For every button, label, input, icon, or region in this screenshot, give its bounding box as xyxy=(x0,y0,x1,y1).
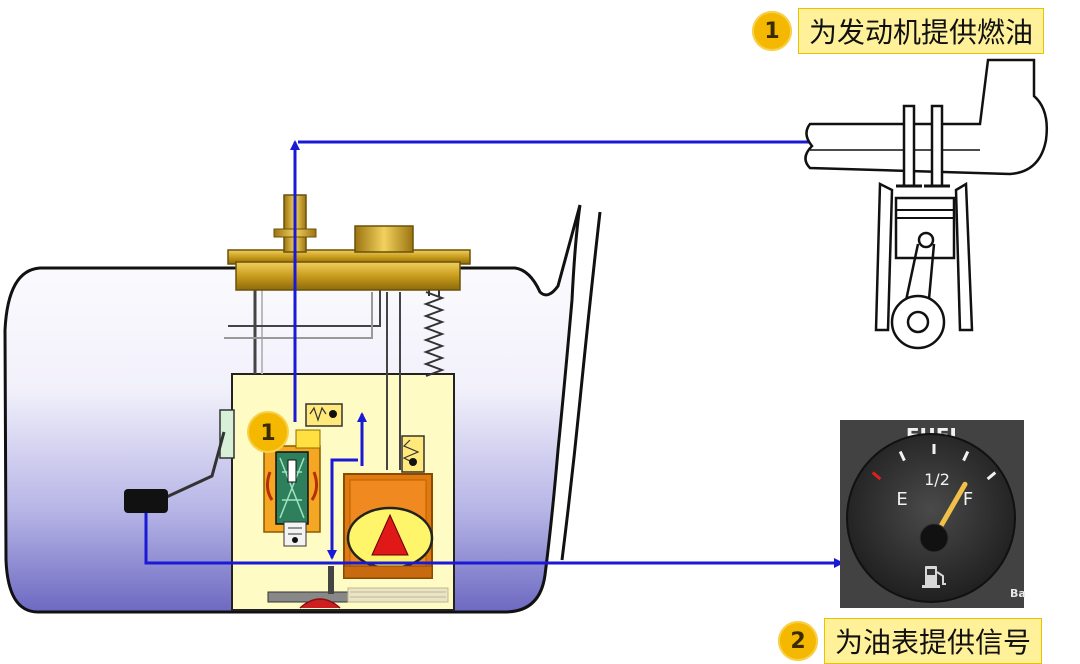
gauge-mark-half: 1/2 xyxy=(924,470,950,489)
gauge-dial xyxy=(846,433,1016,603)
cylinder-wall-left xyxy=(874,182,894,332)
jet-pump xyxy=(263,429,321,547)
check-valve-side xyxy=(401,435,425,473)
gauge-brand-mark: Ba xyxy=(1010,587,1026,600)
intake-manifold xyxy=(804,58,1048,176)
pump-triangle xyxy=(371,513,409,556)
sender-signal-line xyxy=(144,513,844,568)
callout-engine-fuel: 1 为发动机提供燃油 xyxy=(752,8,1045,54)
check-valve-top xyxy=(305,403,343,427)
fuel-pump-icon xyxy=(922,566,946,588)
float-arm xyxy=(159,431,226,502)
fuel-flow-lines xyxy=(144,137,844,568)
gauge-tick xyxy=(962,450,970,462)
gauge-hub xyxy=(919,523,949,553)
electric-fuel-pump xyxy=(343,473,434,579)
callout-2-badge: 2 xyxy=(778,621,818,661)
pump-badge: 1 xyxy=(247,411,289,453)
level-sender xyxy=(124,409,235,513)
gauge-ticks xyxy=(871,444,997,481)
gauge-tick xyxy=(871,471,882,481)
callout-gauge-signal: 2 为油表提供信号 xyxy=(778,618,1043,664)
pump-badge-number: 1 xyxy=(260,421,275,446)
gauge-mark-empty: E xyxy=(896,489,907,510)
cylinder-wall-right xyxy=(954,181,974,332)
callout-1-badge: 1 xyxy=(752,11,792,51)
fuel-gauge: FUEL E 1/2 F Ba xyxy=(840,420,1026,608)
return-line xyxy=(327,458,358,560)
gauge-mark-full: F xyxy=(963,489,973,510)
strainer xyxy=(267,566,449,609)
gauge-tick xyxy=(898,450,906,462)
sender-resistor xyxy=(219,409,235,459)
callout-2-label: 为油表提供信号 xyxy=(824,618,1043,664)
exhaust-valve xyxy=(930,104,944,188)
piston xyxy=(894,196,956,260)
module-spring xyxy=(423,291,445,377)
callout-1-label: 为发动机提供燃油 xyxy=(798,8,1045,54)
gauge-tick xyxy=(986,471,997,481)
intake-valve xyxy=(902,104,916,188)
filler-neck-line xyxy=(560,211,602,561)
engine-cylinder xyxy=(804,58,1048,350)
float xyxy=(124,489,168,513)
pump-flange xyxy=(227,194,471,291)
